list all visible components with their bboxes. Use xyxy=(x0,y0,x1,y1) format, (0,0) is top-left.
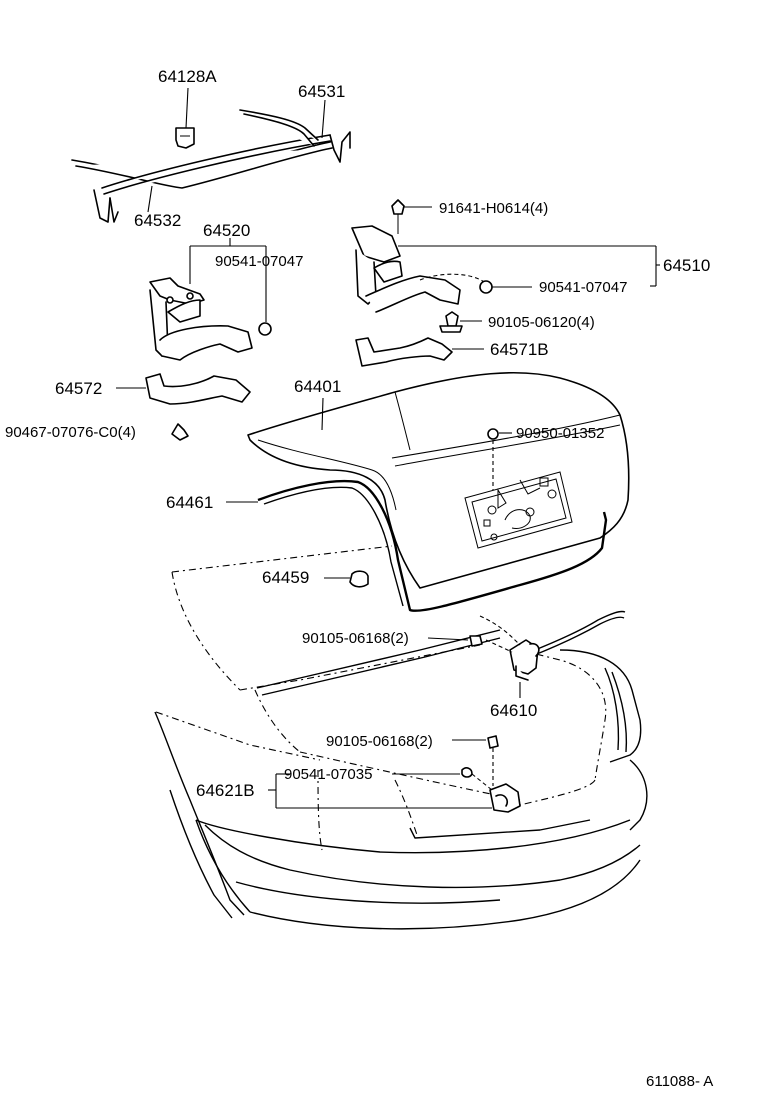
car-body-outline xyxy=(154,545,648,930)
label-64571B: 64571B xyxy=(490,340,549,359)
leader-lines xyxy=(116,87,660,809)
weatherstrip-64461-inner xyxy=(263,486,404,607)
label-91641-H0614: 91641-H0614(4) xyxy=(439,200,548,217)
label-90105-06120: 90105-06120(4) xyxy=(488,314,595,331)
plug-90950 xyxy=(487,428,499,440)
label-64531: 64531 xyxy=(298,82,345,101)
label-64510: 64510 xyxy=(663,256,710,275)
part-labels: 64128A 64531 64532 64520 90541-07047 916… xyxy=(5,67,713,1090)
label-64572: 64572 xyxy=(55,379,102,398)
label-64401: 64401 xyxy=(294,377,341,396)
hinge-64520 xyxy=(149,277,272,361)
drawing-code: 611088- A xyxy=(646,1073,713,1090)
label-64459: 64459 xyxy=(262,568,309,587)
label-64621B: 64621B xyxy=(196,781,255,800)
lock-64610 xyxy=(469,610,626,681)
label-90541-07047-right: 90541-07047 xyxy=(539,279,627,296)
label-90105-06168-upper: 90105-06168(2) xyxy=(302,630,409,647)
label-90105-06168-lower: 90105-06168(2) xyxy=(326,733,433,750)
bracket-64572 xyxy=(145,373,251,405)
label-64520: 64520 xyxy=(203,221,250,240)
label-90541-07035: 90541-07035 xyxy=(284,766,372,783)
label-90950-01352: 90950-01352 xyxy=(516,425,604,442)
cushion-64459 xyxy=(349,570,369,588)
trunk-lid-64401 xyxy=(247,371,630,589)
torsion-bars-64531-64532 xyxy=(71,109,351,223)
label-90467-07076-C0: 90467-07076-C0(4) xyxy=(5,424,136,441)
label-64461: 64461 xyxy=(166,493,213,512)
clip-90467 xyxy=(171,423,189,441)
label-90541-07047-left: 90541-07047 xyxy=(215,253,303,270)
label-64610: 64610 xyxy=(490,701,537,720)
label-64532: 64532 xyxy=(134,211,181,230)
striker-64621B xyxy=(461,735,521,813)
hinge-64510 xyxy=(351,199,493,333)
bracket-64571B xyxy=(355,337,453,367)
weatherstrip-64461 xyxy=(257,479,608,612)
label-64128A: 64128A xyxy=(158,67,217,86)
